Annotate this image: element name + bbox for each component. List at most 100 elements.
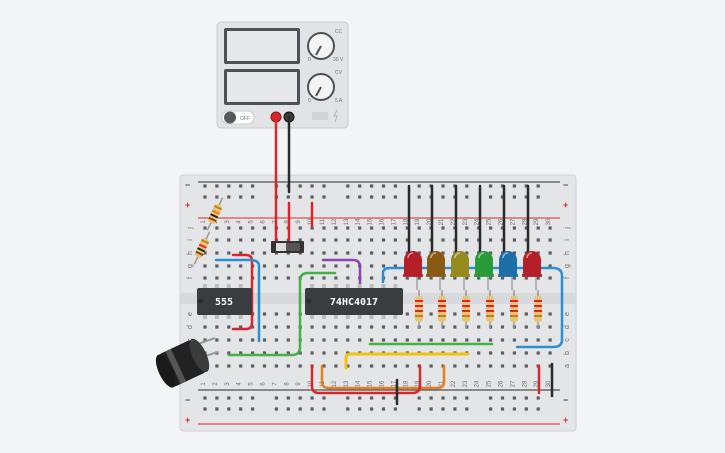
hole: [524, 238, 528, 242]
column-number-bottom: 25: [487, 380, 493, 387]
hole: [227, 251, 231, 255]
rail-hole: [358, 396, 362, 400]
column-number-top: 13: [344, 218, 350, 225]
rail-hole: [465, 195, 469, 199]
rail-hole: [429, 407, 433, 411]
hole: [251, 325, 255, 329]
column-number-top: 1: [201, 220, 207, 224]
led[interactable]: [522, 251, 542, 277]
led-resistor[interactable]: [438, 290, 446, 328]
chip-pin: [310, 315, 315, 319]
hole: [286, 276, 290, 280]
led-resistor[interactable]: [415, 290, 423, 328]
hole: [524, 276, 528, 280]
hole: [251, 238, 255, 242]
hole: [334, 351, 338, 355]
chip-pin: [203, 315, 207, 319]
column-number-top: 24: [475, 218, 481, 225]
wires[interactable]: [214, 115, 564, 406]
led[interactable]: [498, 251, 518, 277]
rail-hole: [227, 407, 231, 411]
led-resistors[interactable]: [415, 290, 542, 328]
hole: [477, 238, 481, 242]
hole: [500, 226, 505, 230]
led-resistor[interactable]: [462, 290, 470, 328]
hole: [465, 364, 469, 368]
hole: [274, 312, 278, 316]
column-number-top: 15: [368, 218, 374, 225]
column-number-top: 23: [463, 218, 469, 225]
hole: [548, 312, 552, 316]
hole: [346, 325, 350, 329]
hole: [346, 238, 350, 242]
rail-hole: [239, 396, 243, 400]
rail-hole: [489, 195, 493, 199]
hole: [358, 251, 362, 255]
rail-hole: [286, 195, 290, 199]
hole: [370, 325, 374, 329]
hole: [310, 251, 314, 255]
hole: [215, 238, 219, 242]
hole: [441, 251, 445, 255]
power-switch-label: OFF: [240, 116, 250, 122]
slide-switch[interactable]: [271, 241, 304, 253]
hole: [346, 276, 350, 280]
chip-pin: [393, 284, 398, 288]
rail-hole: [465, 407, 469, 411]
row-letter-top: g: [564, 264, 571, 268]
led[interactable]: [474, 251, 494, 277]
chip-pin: [310, 284, 315, 288]
rail-hole: [465, 396, 469, 400]
hole: [548, 251, 552, 255]
column-number-bottom: 14: [356, 380, 362, 387]
rail-hole: [512, 407, 516, 411]
resistor-middle[interactable]: [191, 230, 213, 266]
led[interactable]: [403, 251, 423, 277]
wire-purple: [321, 258, 362, 304]
rail-hole: [239, 195, 243, 199]
chip-74hc4017[interactable]: 74HC4017: [305, 284, 403, 319]
led[interactable]: [450, 251, 470, 277]
led-resistor[interactable]: [534, 290, 542, 328]
rail-hole: [381, 195, 386, 199]
column-number-top: 29: [534, 218, 540, 225]
hole: [500, 276, 505, 280]
rail-hole: [274, 407, 278, 411]
row-letter-top: g: [187, 264, 194, 268]
hole: [203, 226, 207, 230]
hole: [346, 226, 350, 230]
chip-pin: [226, 315, 231, 319]
hole: [215, 264, 219, 268]
chip-pin: [381, 284, 386, 288]
led[interactable]: [426, 251, 446, 277]
hole: [536, 276, 540, 280]
led-resistor[interactable]: [510, 290, 518, 328]
brand-logo: [312, 112, 328, 120]
rail-hole: [251, 184, 255, 188]
rail-hole: [417, 195, 421, 199]
hole: [393, 276, 397, 280]
column-number-top: 9: [296, 220, 302, 224]
column-number-top: 3: [225, 220, 231, 224]
rail-hole: [512, 396, 516, 400]
chip-555[interactable]: 555: [197, 284, 252, 319]
led-resistor[interactable]: [486, 290, 494, 328]
hole: [298, 351, 302, 355]
hole: [465, 325, 469, 329]
rail-hole: [251, 396, 255, 400]
hole: [358, 238, 362, 242]
hole: [239, 276, 243, 280]
hole: [370, 364, 374, 368]
power-supply[interactable]: 0 30 V CC 0 5 A CV OFF: [216, 21, 349, 129]
rail-hole: [489, 407, 493, 411]
hole: [370, 251, 374, 255]
hole: [239, 325, 243, 329]
rail-hole: [310, 195, 314, 199]
resistor-top[interactable]: [204, 196, 226, 232]
electrolytic-capacitor[interactable]: [152, 336, 219, 390]
hole: [548, 264, 552, 268]
rail-hole: [215, 396, 219, 400]
hole: [500, 364, 505, 368]
led-array[interactable]: [403, 251, 542, 290]
rail-hole: [286, 407, 290, 411]
